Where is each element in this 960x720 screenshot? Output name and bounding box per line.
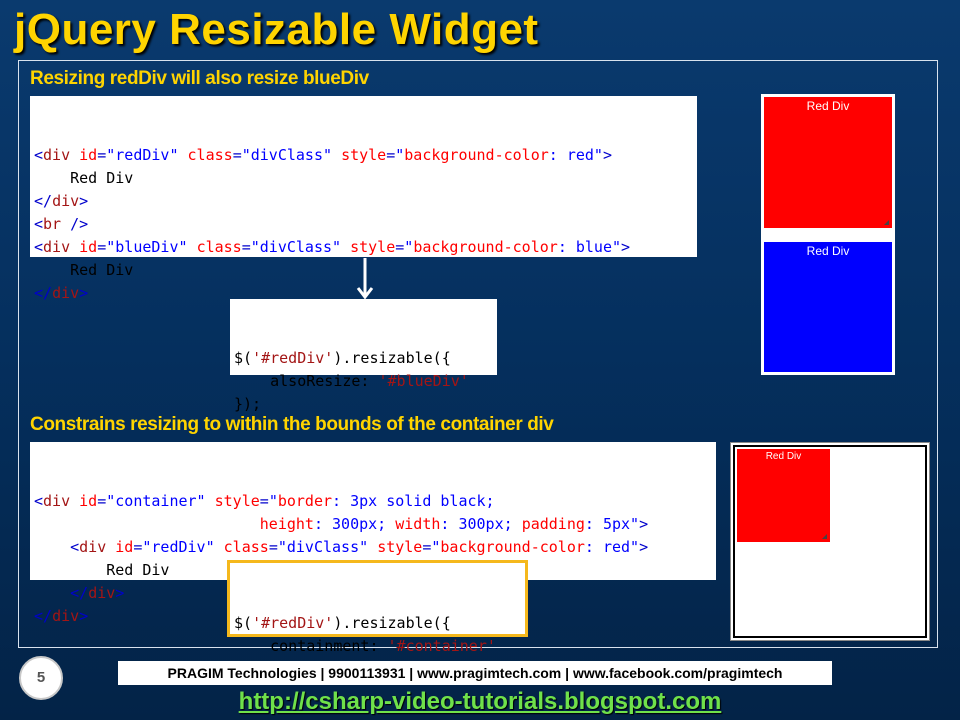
code-line: }); <box>234 395 262 413</box>
red-div-preview-contained[interactable]: Red Div <box>737 449 830 542</box>
code-line: <div id="container" style="border: 3px s… <box>34 492 495 510</box>
code-line: <div id="blueDiv" class="divClass" style… <box>34 238 631 256</box>
container-div-preview: Red Div <box>733 445 927 638</box>
section1-html-code: <div id="redDiv" class="divClass" style=… <box>30 96 697 302</box>
code-line: alsoResize: '#blueDiv' <box>234 372 469 390</box>
resize-handle-icon[interactable] <box>822 534 827 539</box>
code-line: <div id="redDiv" class="divClass" style=… <box>70 538 649 556</box>
code-line: containment: '#container' <box>234 637 496 655</box>
red-div-label: Red Div <box>806 99 850 113</box>
code-line: height: 300px; width: 300px; padding: 5p… <box>259 515 649 533</box>
section1-heading: Resizing redDiv will also resize blueDiv <box>30 68 369 89</box>
blog-link[interactable]: http://csharp-video-tutorials.blogspot.c… <box>238 688 722 715</box>
code-line: </div> <box>34 607 89 625</box>
section2-preview-container: Red Div <box>730 442 930 641</box>
red-div-label: Red Div <box>765 451 802 462</box>
section2-js-code: $('#redDiv').resizable({ containment: '#… <box>227 560 528 678</box>
code-line: <div id="redDiv" class="divClass" style=… <box>34 146 612 164</box>
code-line: <br /> <box>34 215 89 233</box>
section2-heading: Constrains resizing to within the bounds… <box>30 414 554 435</box>
blue-div-preview: Red Div <box>764 242 892 372</box>
section2-html-code: <div id="container" style="border: 3px s… <box>30 442 716 625</box>
code-line: </div> <box>34 284 89 302</box>
section1-js-code: $('#redDiv').resizable({ alsoResize: '#b… <box>230 299 497 413</box>
code-line: $('#redDiv').resizable({ <box>234 349 451 367</box>
code-line: Red Div <box>34 261 134 279</box>
section1-preview: Red Div Red Div <box>761 94 895 375</box>
content-frame <box>18 60 938 648</box>
page-number: 5 <box>19 656 63 700</box>
red-div-preview[interactable]: Red Div <box>764 97 892 228</box>
down-arrow-icon <box>356 258 374 300</box>
blue-div-label: Red Div <box>806 244 850 258</box>
code-line: Red Div <box>34 561 170 579</box>
code-line: Red Div <box>34 169 134 187</box>
code-line: </div> <box>34 192 89 210</box>
code-line: $('#redDiv').resizable({ <box>234 614 451 632</box>
slide-title: jQuery Resizable Widget <box>14 5 539 54</box>
code-line: </div> <box>70 584 125 602</box>
footer-contact-bar: PRAGIM Technologies | 9900113931 | www.p… <box>118 661 832 685</box>
preview-gap <box>764 228 892 242</box>
resize-handle-icon[interactable] <box>884 220 889 225</box>
